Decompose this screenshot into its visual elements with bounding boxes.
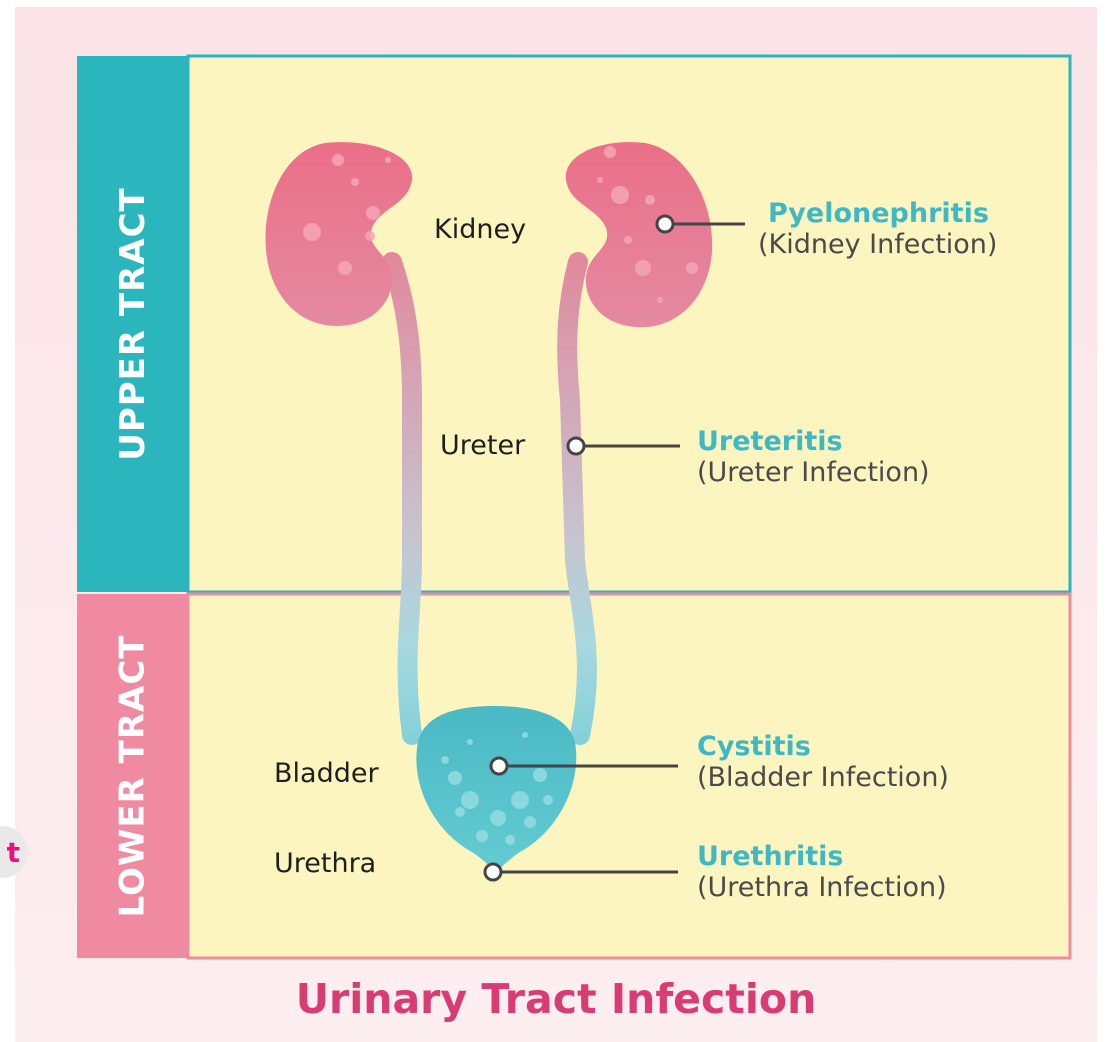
upper-tract-label-wrap: UPPER TRACT [77,56,188,592]
ureter-label: Ureter [440,430,525,461]
ureteritis-name: Ureteritis [697,428,930,456]
pyelonephritis-name: Pyelonephritis [768,200,997,228]
urethra-label: Urethra [274,848,376,879]
urethritis-callout: Urethritis (Urethra Infection) [697,843,947,905]
cystitis-name: Cystitis [697,733,949,761]
ureteritis-desc: (Ureter Infection) [697,456,930,490]
urethritis-desc: (Urethra Infection) [697,871,947,905]
bladder-label: Bladder [274,758,379,789]
upper-tract-label: UPPER TRACT [113,187,153,461]
cystitis-desc: (Bladder Infection) [697,761,949,795]
lower-tract-label: LOWER TRACT [113,635,153,918]
pyelonephritis-callout: Pyelonephritis (Kidney Infection) [758,200,997,262]
edge-badge-text: t [7,836,20,869]
page-title: Urinary Tract Infection [15,975,1097,1023]
cystitis-callout: Cystitis (Bladder Infection) [697,733,949,795]
ureteritis-callout: Ureteritis (Ureter Infection) [697,428,930,490]
pyelonephritis-desc: (Kidney Infection) [758,228,997,262]
lower-tract-label-wrap: LOWER TRACT [77,594,188,958]
urethritis-name: Urethritis [697,843,947,871]
kidney-label: Kidney [434,214,526,245]
